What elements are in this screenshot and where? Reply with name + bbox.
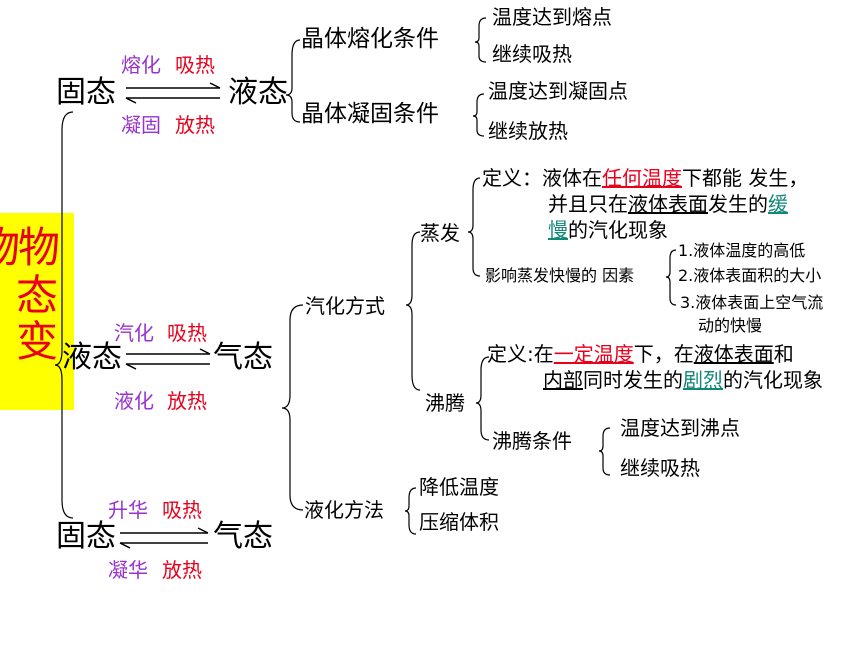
title-char: 物: [0, 227, 20, 269]
keyword-liquid-surface: 液体表面: [693, 342, 774, 366]
melting-conditions-title: 晶体熔化条件: [301, 26, 439, 52]
release-heat-label: 放热: [167, 389, 207, 413]
boiling-condition: 温度达到沸点: [620, 416, 740, 440]
evaporation-factors-title: 影响蒸发快慢的 因素: [485, 266, 635, 285]
freezing-condition: 继续放热: [488, 119, 568, 143]
title-char: 物: [18, 223, 61, 272]
freezing-label: 凝固: [121, 113, 161, 137]
state-solid: 固态: [56, 75, 116, 110]
evaporation-definition-line2: 并且只在液体表面发生的缓: [548, 194, 788, 214]
boiling-definition-line2: 内部同时发生的剧烈的汽化现象: [543, 370, 823, 390]
absorb-heat-label: 吸热: [162, 498, 202, 522]
definition-text: 液体在: [542, 166, 602, 190]
melting-label: 熔化: [121, 53, 161, 77]
definition-text: 并且只在: [548, 192, 628, 216]
state-liquid: 液态: [62, 340, 122, 375]
title-char: 态: [16, 271, 59, 320]
sublimation-label: 升华: [108, 498, 148, 522]
boiling-condition: 继续吸热: [620, 456, 700, 480]
evaporation-definition-line3: 慢的汽化现象: [548, 220, 668, 240]
boiling-title: 沸腾: [425, 391, 465, 415]
definition-text: 的汽化现象: [723, 368, 823, 392]
liquefaction-label: 液化: [114, 389, 154, 413]
deposition-label: 凝华: [108, 558, 148, 582]
liquefaction-method: 降低温度: [419, 475, 499, 499]
definition-prefix: 定义:: [487, 342, 534, 366]
state-gas: 气态: [213, 340, 273, 375]
liquefaction-method: 压缩体积: [419, 510, 499, 534]
keyword-interior: 内部: [543, 368, 583, 392]
liquefaction-methods-title: 液化方法: [304, 498, 384, 522]
definition-text: 的汽化现象: [568, 218, 668, 242]
keyword-any-temperature: 任何温度: [602, 166, 682, 190]
factor-item: 2.液体表面积的大小: [678, 266, 822, 285]
factor-item-continued: 动的快慢: [698, 316, 763, 335]
definition-text: 下都能 发生，: [682, 166, 809, 190]
definition-text: 在: [533, 342, 554, 366]
definition-text: 和: [773, 342, 794, 366]
state-gas: 气态: [213, 519, 273, 554]
keyword-slow: 缓: [768, 192, 788, 216]
factor-item: 3.液体表面上空气流: [680, 293, 824, 312]
freezing-condition: 温度达到凝固点: [488, 79, 628, 103]
factor-item: 1.液体温度的高低: [678, 241, 806, 260]
melting-condition: 温度达到熔点: [492, 5, 612, 29]
state-solid: 固态: [56, 519, 116, 554]
keyword-slow: 慢: [548, 218, 568, 242]
vaporization-label: 汽化: [114, 321, 154, 345]
definition-text: 下，在: [633, 342, 694, 366]
evaporation-definition-line1: 定义：液体在任何温度下都能 发生，: [482, 168, 808, 188]
definition-prefix: 定义：: [482, 166, 542, 190]
state-liquid: 液态: [228, 75, 288, 110]
evaporation-title: 蒸发: [420, 221, 460, 245]
absorb-heat-label: 吸热: [167, 321, 207, 345]
melting-condition: 继续吸热: [492, 42, 572, 66]
definition-text: 同时发生的: [583, 368, 683, 392]
release-heat-label: 放热: [175, 113, 215, 137]
vaporization-methods-title: 汽化方式: [305, 294, 385, 318]
keyword-liquid-surface: 液体表面: [628, 192, 708, 216]
definition-text: 发生的: [708, 192, 768, 216]
keyword-certain-temperature: 一定温度: [553, 342, 634, 366]
freezing-conditions-title: 晶体凝固条件: [301, 101, 439, 127]
keyword-violent: 剧烈: [683, 368, 723, 392]
release-heat-label: 放热: [162, 558, 202, 582]
boiling-conditions-title: 沸腾条件: [492, 429, 572, 453]
boiling-definition-line1: 定义:在一定温度下，在液体表面和: [487, 344, 794, 364]
absorb-heat-label: 吸热: [175, 53, 215, 77]
title-char: 变: [16, 317, 59, 366]
